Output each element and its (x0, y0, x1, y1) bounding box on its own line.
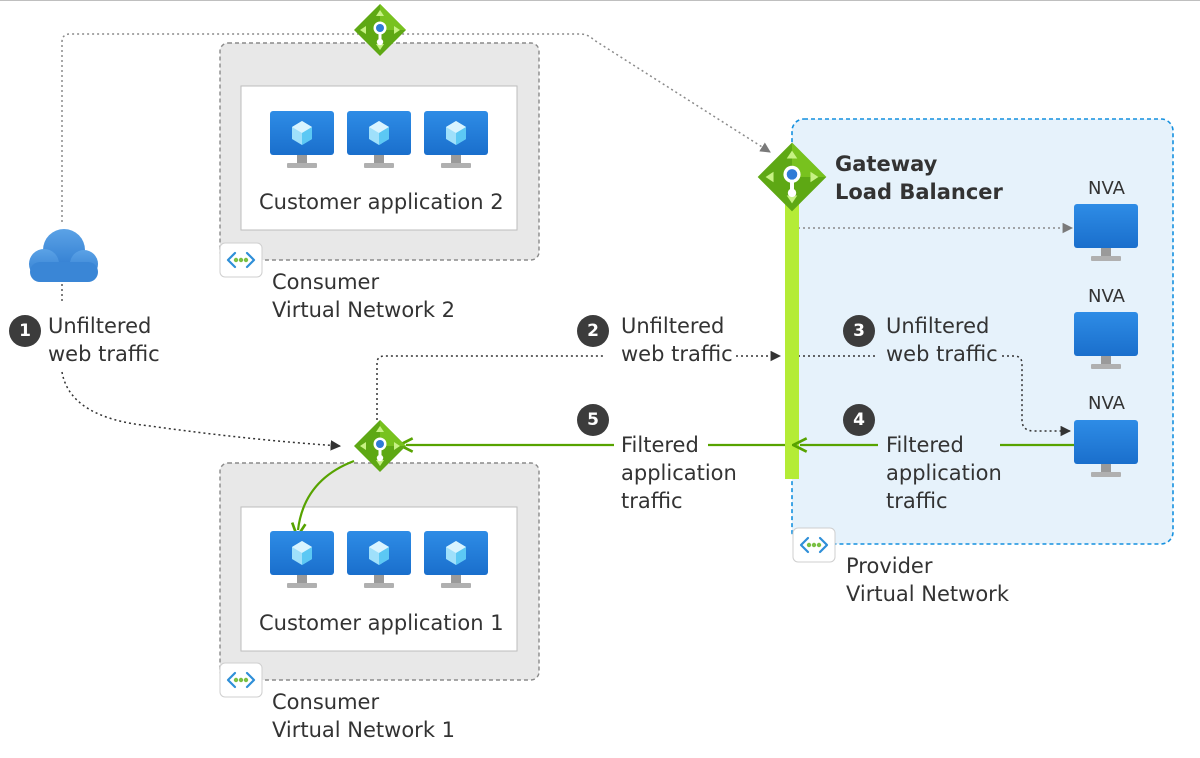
step-5-label-line2: application (621, 461, 737, 485)
step2-path-a (376, 355, 604, 420)
nva-3-label: NVA (1088, 393, 1125, 414)
vnet-icon-consumer2 (218, 241, 264, 279)
step-5-label-line3: traffic (621, 489, 683, 513)
consumer-vnet-1-label-line2: Virtual Network 1 (272, 718, 456, 742)
step-1-badge: 1 (9, 315, 41, 347)
step-3-badge: 3 (843, 315, 875, 347)
step1-path (61, 371, 342, 451)
step-4-badge: 4 (843, 404, 875, 436)
provider-vnet-label-line1: Provider (846, 554, 933, 578)
step-2-label-line1: Unfiltered (621, 314, 725, 338)
gateway-title-line1: Gateway (835, 152, 938, 176)
step-5-label-line1: Filtered (621, 433, 699, 457)
nva-2-label: NVA (1088, 286, 1125, 307)
step-1-label-line2: web traffic (48, 342, 160, 366)
provider-vnet-label-line2: Virtual Network (846, 582, 1009, 606)
vnet-icon-consumer1 (218, 661, 264, 699)
gateway-bar (785, 190, 799, 479)
step-4-label-line1: Filtered (886, 433, 964, 457)
customer-app-1-label: Customer application 1 (259, 611, 504, 635)
step-3-label-line2: web traffic (886, 342, 998, 366)
step-3-label-line1: Unfiltered (886, 314, 990, 338)
consumer-vnet-1-label-line1: Consumer (272, 690, 380, 714)
nva-1-label: NVA (1088, 178, 1125, 199)
step-4-label-line3: traffic (886, 489, 948, 513)
consumer-vnet-2-label-line2: Virtual Network 2 (272, 298, 456, 322)
green-down-path (298, 459, 355, 530)
step-1-label-line1: Unfiltered (48, 314, 152, 338)
internet-cloud-icon (29, 229, 98, 282)
vnet-icon-provider (791, 526, 837, 564)
step-5-badge: 5 (577, 404, 609, 436)
consumer-vnet-2-label-line1: Consumer (272, 270, 380, 294)
step-4-label-line2: application (886, 461, 1002, 485)
customer-app-2-label: Customer application 2 (259, 190, 504, 214)
step-2-label-line2: web traffic (621, 342, 733, 366)
top-border (0, 0, 1200, 1)
gateway-title-line2: Load Balancer (835, 180, 1003, 204)
step-2-badge: 2 (577, 315, 609, 347)
